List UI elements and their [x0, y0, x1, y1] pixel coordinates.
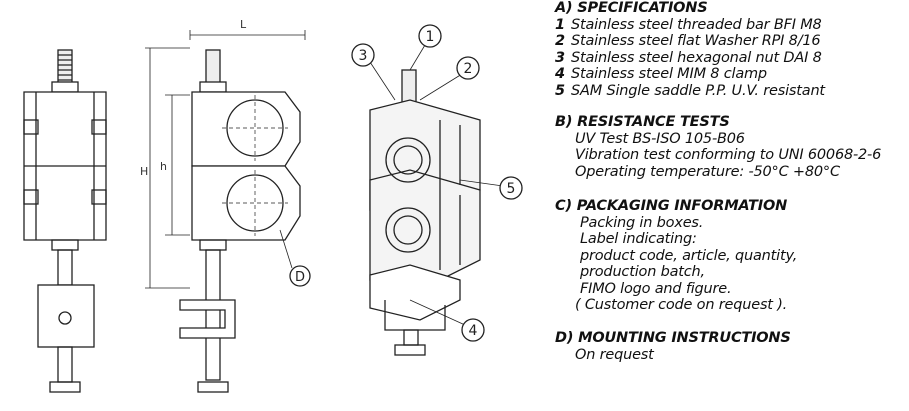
side-view-drawing [23, 49, 107, 393]
resistance-line: Vibration test conforming to UNI 60068-2… [575, 147, 882, 163]
resistance-heading: B) RESISTANCE TESTS [555, 114, 730, 130]
callout-4: 4 [469, 323, 478, 339]
mounting-heading: D) MOUNTING INSTRUCTIONS [555, 330, 791, 346]
dim-H-label: H [140, 165, 148, 178]
resistance-line: UV Test BS-ISO 105-B06 [575, 131, 745, 147]
callout-D: D [295, 270, 305, 285]
callout-1: 1 [426, 29, 435, 45]
dim-h-label: h [160, 160, 167, 173]
packaging-line: ( Customer code on request ). [575, 297, 788, 313]
dim-L-label: L [240, 18, 247, 31]
packaging-line: FIMO logo and figure. [580, 281, 732, 297]
packaging-line: Label indicating: [580, 231, 697, 247]
resistance-line: Operating temperature: -50°C +80°C [575, 164, 840, 180]
callout-2: 2 [464, 61, 473, 77]
packaging-line: Packing in boxes. [580, 215, 704, 231]
front-view-drawing: L H h D [140, 18, 311, 393]
packaging-heading: C) PACKAGING INFORMATION [555, 198, 788, 214]
callout-3: 3 [359, 48, 368, 64]
callout-5: 5 [507, 181, 516, 197]
mounting-line: On request [575, 347, 654, 363]
packaging-line: production batch, [580, 264, 705, 280]
specifications-heading: A) SPECIFICATIONS [555, 0, 708, 16]
isometric-view-drawing: 1 3 2 5 4 [351, 24, 523, 356]
product-drawings: L H h D [23, 18, 523, 393]
packaging-line: product code, article, quantity, [580, 248, 798, 264]
